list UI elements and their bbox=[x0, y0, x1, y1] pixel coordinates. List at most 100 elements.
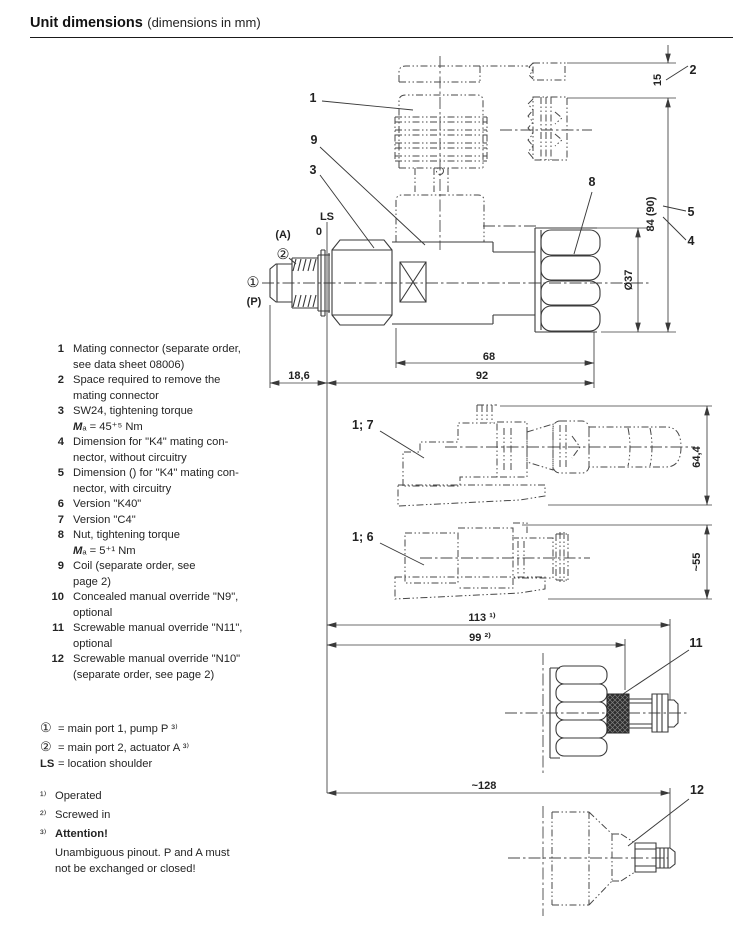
footnote-3-marker: ³⁾ bbox=[40, 828, 47, 840]
callout-12: 12 bbox=[690, 783, 704, 797]
page-title-bold: Unit dimensions bbox=[30, 15, 143, 31]
callout-1: 1 bbox=[310, 91, 317, 105]
note-item-3: 3 SW24, tightening torque Mₐ = 45⁺⁵ Nm bbox=[40, 404, 322, 435]
note-item-4: 4 Dimension for "K4" mating con- nector,… bbox=[40, 435, 322, 466]
callout-8: 8 bbox=[589, 175, 596, 189]
label-version-1-6: 1; 6 bbox=[352, 530, 374, 544]
title-divider bbox=[30, 37, 733, 38]
footnote-3-line: Unambiguous pinout. P and A must bbox=[55, 847, 230, 859]
note-line: optional bbox=[73, 606, 113, 619]
dim-84-90: 84 (90) bbox=[645, 196, 657, 231]
note-number: 8 bbox=[57, 529, 64, 541]
note-line: Dimension () for "K4" mating con- bbox=[73, 467, 239, 479]
callout-2: 2 bbox=[690, 63, 697, 77]
note-line: see data sheet 08006) bbox=[73, 358, 185, 371]
note-item-6: 6 Version "K40" bbox=[40, 497, 322, 513]
note-item-7: 7 Version "C4" bbox=[40, 513, 322, 529]
note-line: Coil (separate order, see bbox=[73, 560, 196, 572]
note-item-10: 10 Concealed manual override "N9", optio… bbox=[40, 590, 322, 621]
note-line: Version "K40" bbox=[73, 498, 142, 510]
note-line: Dimension for "K4" mating con- bbox=[73, 436, 229, 448]
footnote-1: ¹⁾ Operated bbox=[40, 789, 230, 808]
note-number: 11 bbox=[52, 622, 64, 634]
port-2-glyph: ② bbox=[40, 739, 52, 754]
legend-port-2: ② = main port 2, actuator A ³⁾ bbox=[40, 739, 189, 758]
note-item-12: 12 Screwable manual override "N10" (sepa… bbox=[40, 652, 322, 683]
note-item-9: 9 Coil (separate order, see page 2) bbox=[40, 559, 322, 590]
footnote-3-body: Unambiguous pinout. P and A must not be … bbox=[55, 846, 230, 877]
dim-15: 15 bbox=[652, 74, 664, 86]
callout-3: 3 bbox=[310, 163, 317, 177]
port-1-symbol: ① bbox=[247, 275, 260, 291]
note-number: 2 bbox=[57, 374, 64, 386]
main-callouts: 1 9 3 8 2 5 4 ② (A) ① (P) bbox=[247, 63, 697, 308]
label-ls: LS bbox=[320, 211, 334, 223]
page-title-normal: (dimensions in mm) bbox=[147, 15, 261, 30]
length-dimensions: 113 ¹⁾ 99 ²⁾ bbox=[326, 612, 671, 700]
footnote-2: ²⁾ Screwed in bbox=[40, 808, 230, 827]
note-number: 4 bbox=[57, 436, 64, 448]
note-line: Concealed manual override "N9", bbox=[73, 591, 239, 603]
note-line: Screwable manual override "N11", bbox=[73, 622, 243, 634]
note-item-5: 5 Dimension () for "K4" mating con- nect… bbox=[40, 466, 322, 497]
note-line: mating connector bbox=[73, 389, 159, 402]
version-k40-drawing: ~55 1; 6 bbox=[352, 522, 712, 600]
version-c4-drawing: 64,4 1; 7 bbox=[352, 404, 712, 507]
note-line: optional bbox=[73, 637, 113, 650]
label-version-1-7: 1; 7 bbox=[352, 418, 374, 432]
note-number: 1 bbox=[57, 343, 64, 355]
note-item-2: 2 Space required to remove the mating co… bbox=[40, 373, 322, 404]
note-number: 5 bbox=[57, 467, 64, 479]
label-zero: 0 bbox=[316, 226, 322, 238]
legend-port-1: ① = main port 1, pump P ³⁾ bbox=[40, 720, 189, 739]
main-dimensions: 15 84 (90) Ø37 68 92 18,6 LS 0 bbox=[269, 45, 676, 793]
page-title: Unit dimensions (dimensions in mm) bbox=[30, 14, 261, 32]
note-line: nector, without circuitry bbox=[73, 451, 187, 464]
valve-body-outline bbox=[262, 227, 650, 333]
callout-9: 9 bbox=[311, 133, 318, 147]
note-line: Mₐ = 45⁺⁵ Nm bbox=[73, 420, 143, 433]
override-n11-drawing: 11 bbox=[505, 636, 703, 773]
footnote-1-marker: ¹⁾ bbox=[40, 790, 47, 802]
callout-5: 5 bbox=[688, 205, 695, 219]
dim-approx-55: ~55 bbox=[691, 553, 703, 572]
dim-113: 113 ¹⁾ bbox=[468, 612, 495, 624]
dim-68: 68 bbox=[483, 351, 495, 363]
note-line: SW24, tightening torque bbox=[73, 405, 194, 417]
dim-approx-128: ~128 bbox=[472, 780, 497, 792]
note-item-8: 8 Nut, tightening torque Mₐ = 5⁺¹ Nm bbox=[40, 528, 322, 559]
note-line: Mating connector (separate order, bbox=[73, 343, 241, 355]
note-number: 7 bbox=[57, 513, 64, 526]
port-2-symbol: ② bbox=[277, 247, 290, 263]
note-number: 9 bbox=[57, 560, 64, 572]
note-line: page 2) bbox=[73, 575, 111, 588]
note-item-1: 1 Mating connector (separate order, see … bbox=[40, 342, 322, 373]
footnote-3: ³⁾ Attention! bbox=[40, 827, 230, 846]
note-line: (separate order, see page 2) bbox=[73, 668, 215, 681]
note-number: 6 bbox=[57, 498, 64, 510]
dim-diameter-37: Ø37 bbox=[623, 270, 635, 291]
note-line: Screwable manual override "N10" bbox=[73, 653, 241, 665]
footnote-2-marker: ²⁾ bbox=[40, 809, 47, 821]
footnote-2-text: Screwed in bbox=[55, 809, 111, 821]
mating-connector-outline bbox=[394, 56, 592, 250]
ls-glyph: LS bbox=[40, 758, 55, 770]
footnote-3-line: not be exchanged or closed! bbox=[55, 862, 196, 875]
footnote-3-title: Attention! bbox=[55, 828, 108, 840]
legend-port-1-text: = main port 1, pump P ³⁾ bbox=[58, 723, 178, 735]
callout-4: 4 bbox=[688, 234, 695, 248]
notes-list: 1 Mating connector (separate order, see … bbox=[40, 342, 322, 683]
callout-11: 11 bbox=[689, 636, 702, 650]
dim-64-4: 64,4 bbox=[691, 445, 703, 467]
note-line: Mₐ = 5⁺¹ Nm bbox=[73, 544, 136, 557]
dim-99: 99 ²⁾ bbox=[469, 632, 491, 644]
legend-port-2-text: = main port 2, actuator A ³⁾ bbox=[58, 742, 190, 754]
dim-92: 92 bbox=[476, 370, 488, 382]
footnotes: ¹⁾ Operated ²⁾ Screwed in ³⁾ Attention! … bbox=[40, 789, 230, 877]
legend-ls-text: = location shoulder bbox=[58, 758, 153, 770]
note-number: 10 bbox=[51, 591, 64, 603]
legend-ls: LS = location shoulder bbox=[40, 758, 189, 777]
port-a-label: (A) bbox=[275, 229, 291, 241]
override-n10-drawing: ~128 12 bbox=[326, 780, 704, 916]
